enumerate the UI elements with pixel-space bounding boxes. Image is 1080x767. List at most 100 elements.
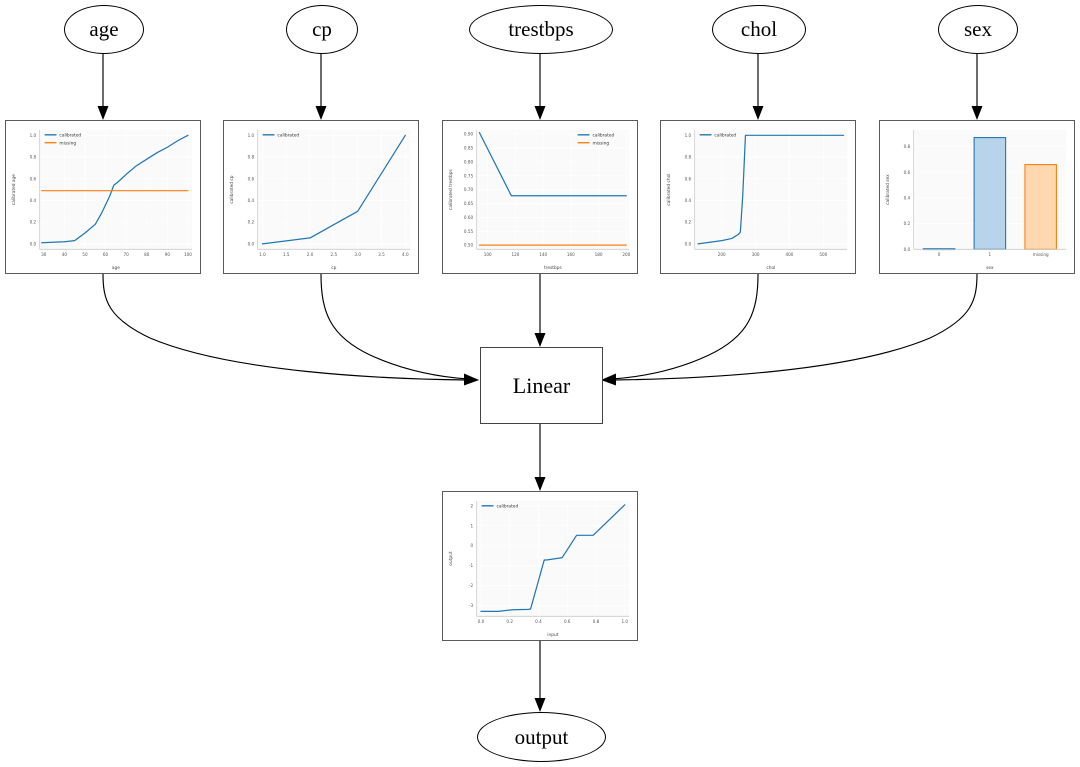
svg-text:input: input (547, 632, 558, 638)
svg-text:120: 120 (511, 252, 519, 257)
svg-text:missing: missing (1033, 252, 1049, 257)
svg-text:0.0: 0.0 (248, 241, 255, 246)
svg-text:0.8: 0.8 (685, 155, 692, 160)
svg-text:calibrated: calibrated (277, 133, 299, 139)
svg-text:1.0: 1.0 (248, 133, 255, 138)
svg-text:0.4: 0.4 (685, 198, 692, 203)
svg-text:0.6: 0.6 (248, 176, 255, 181)
svg-text:1.5: 1.5 (283, 252, 290, 257)
svg-text:140: 140 (539, 252, 547, 257)
svg-text:trestbps: trestbps (544, 265, 563, 271)
node-cp[interactable]: cp (286, 5, 358, 54)
node-trestbps[interactable]: trestbps (469, 5, 613, 54)
svg-text:2: 2 (471, 503, 474, 508)
svg-text:100: 100 (184, 252, 192, 257)
node-age[interactable]: age (64, 5, 144, 54)
svg-text:calibrated cp: calibrated cp (229, 175, 235, 203)
svg-text:500: 500 (819, 252, 827, 257)
svg-text:100: 100 (484, 252, 492, 257)
node-chol-label: chol (740, 17, 778, 41)
svg-text:1.0: 1.0 (621, 619, 628, 624)
svg-text:30: 30 (41, 252, 47, 257)
edge-output-plot-to-output (534, 641, 546, 712)
svg-text:0.90: 0.90 (464, 132, 474, 137)
svg-text:160: 160 (567, 252, 575, 257)
node-age-label: age (89, 17, 119, 41)
svg-text:0.8: 0.8 (904, 144, 911, 149)
svg-text:-2: -2 (469, 583, 474, 588)
svg-text:chol: chol (766, 265, 775, 271)
edge-sex-to-plot (971, 52, 983, 120)
svg-text:cp: cp (331, 266, 336, 271)
svg-text:-3: -3 (469, 603, 474, 608)
svg-text:0.65: 0.65 (464, 201, 474, 206)
svg-text:40: 40 (62, 252, 68, 257)
svg-text:calibrated: calibrated (496, 503, 518, 509)
svg-text:0.2: 0.2 (30, 220, 37, 225)
node-linear[interactable]: Linear (480, 347, 603, 424)
node-sex[interactable]: sex (938, 5, 1018, 54)
edge-chol-to-plot (752, 52, 764, 120)
svg-text:2.0: 2.0 (307, 252, 314, 257)
svg-text:1.0: 1.0 (259, 252, 266, 257)
svg-text:0.6: 0.6 (904, 170, 911, 175)
svg-text:sex: sex (986, 266, 994, 271)
svg-text:50: 50 (82, 252, 88, 257)
svg-text:missing: missing (59, 140, 76, 146)
edge-trestbps-to-plot (534, 52, 546, 120)
svg-text:300: 300 (752, 252, 760, 257)
edge-cp-plot-to-linear (320, 273, 479, 385)
svg-text:calibrated: calibrated (714, 133, 736, 139)
svg-text:0.0: 0.0 (904, 247, 911, 252)
svg-text:0.4: 0.4 (30, 198, 37, 203)
svg-text:0.2: 0.2 (506, 619, 513, 624)
svg-text:0.8: 0.8 (593, 619, 600, 624)
svg-text:3.5: 3.5 (378, 252, 385, 257)
svg-text:4.0: 4.0 (402, 252, 409, 257)
svg-text:calibrated: calibrated (59, 133, 81, 139)
svg-text:200: 200 (718, 252, 726, 257)
svg-text:0.8: 0.8 (248, 155, 255, 160)
svg-text:0.2: 0.2 (685, 220, 692, 225)
node-cp-label: cp (312, 17, 332, 41)
edge-chol-plot-to-linear (601, 273, 759, 385)
svg-text:0: 0 (471, 543, 474, 548)
svg-text:age: age (112, 266, 120, 271)
svg-text:80: 80 (144, 252, 150, 257)
svg-text:0.4: 0.4 (248, 198, 255, 203)
svg-text:output: output (448, 551, 454, 566)
svg-text:0.60: 0.60 (464, 215, 474, 220)
svg-text:90: 90 (165, 252, 171, 257)
svg-text:0.55: 0.55 (464, 229, 474, 234)
svg-text:0.85: 0.85 (464, 146, 474, 151)
svg-text:0.50: 0.50 (464, 243, 474, 248)
node-sex-label: sex (964, 17, 992, 41)
edge-cp-to-plot (315, 52, 327, 120)
svg-text:0.70: 0.70 (464, 187, 474, 192)
svg-text:180: 180 (595, 252, 603, 257)
svg-text:0.0: 0.0 (685, 241, 692, 246)
svg-text:missing: missing (592, 140, 609, 146)
node-output[interactable]: output (477, 712, 606, 762)
node-chol[interactable]: chol (712, 5, 806, 54)
svg-text:calibrated chol: calibrated chol (666, 174, 672, 206)
svg-text:0.0: 0.0 (478, 619, 485, 624)
svg-text:calibrated sex: calibrated sex (885, 174, 891, 205)
svg-text:0.6: 0.6 (30, 176, 37, 181)
svg-text:0.4: 0.4 (904, 196, 911, 201)
svg-text:0.0: 0.0 (30, 241, 37, 246)
svg-text:200: 200 (622, 252, 630, 257)
svg-text:3.0: 3.0 (354, 252, 361, 257)
svg-text:calibrated: calibrated (592, 133, 614, 139)
svg-text:0.6: 0.6 (564, 619, 571, 624)
svg-text:60: 60 (103, 252, 109, 257)
